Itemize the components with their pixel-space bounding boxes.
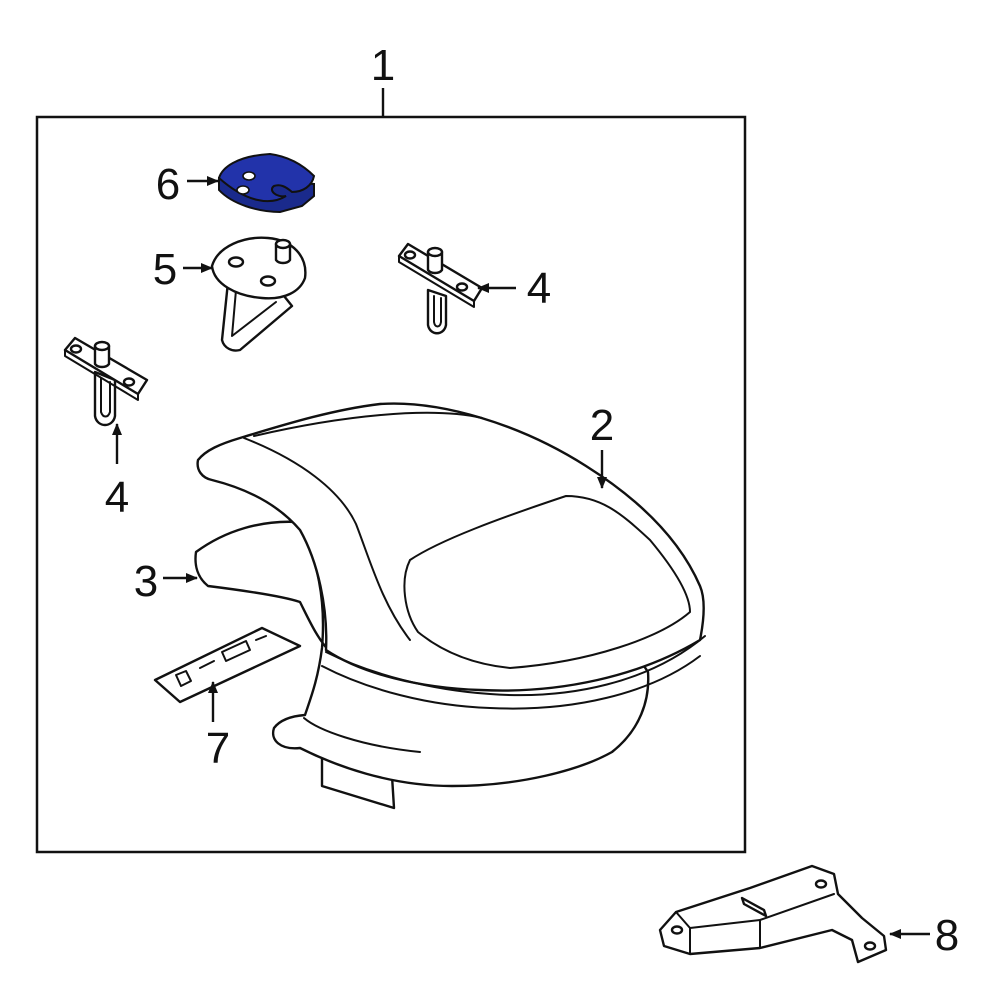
part-8-mounting-bracket[interactable] bbox=[658, 864, 888, 964]
part-4-bolt-plate-right[interactable] bbox=[397, 242, 484, 335]
callout-6[interactable]: 6 bbox=[156, 160, 180, 209]
part-5-hinge-bracket[interactable] bbox=[210, 236, 307, 352]
callout-1[interactable]: 1 bbox=[371, 41, 395, 90]
callout-3[interactable]: 3 bbox=[134, 557, 158, 606]
part-2-hardtop[interactable] bbox=[196, 402, 706, 710]
callout-5[interactable]: 5 bbox=[153, 245, 177, 294]
assembly-frame bbox=[35, 115, 747, 854]
callout-7[interactable]: 7 bbox=[206, 724, 230, 773]
part-3-side-panel[interactable] bbox=[194, 520, 650, 810]
callout-4-left[interactable]: 4 bbox=[105, 473, 129, 522]
callout-leaders bbox=[112, 176, 930, 939]
callout-2[interactable]: 2 bbox=[590, 401, 614, 450]
part-7-retainer-strip[interactable] bbox=[153, 626, 302, 704]
part-6-mounting-plate[interactable] bbox=[217, 152, 316, 214]
part-4-bolt-plate-left[interactable] bbox=[63, 336, 149, 427]
callout-4-right[interactable]: 4 bbox=[527, 264, 551, 313]
callout-8[interactable]: 8 bbox=[935, 911, 959, 960]
